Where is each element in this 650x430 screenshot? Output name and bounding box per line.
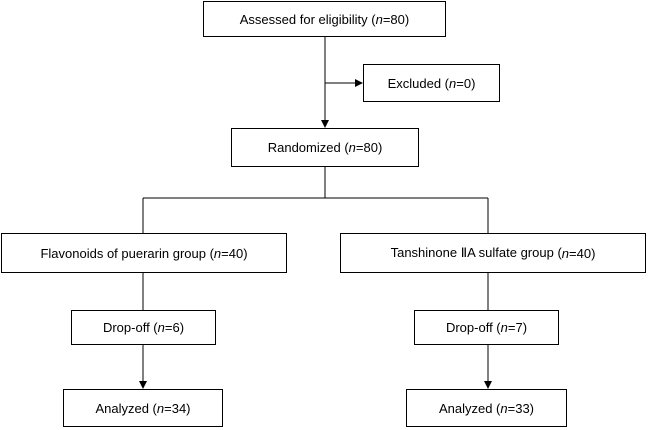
group-left-prefix: Flavonoids of puerarin group ( [40,245,214,261]
randomized-n-label: n [348,140,356,155]
randomized-box: Randomized (n=80) [231,128,419,167]
analyzed-left-n-label: n [156,400,165,416]
analyzed-left-box: Analyzed (n=34) [63,389,223,427]
assessed-n-label: n [375,11,383,27]
randomized-suffix: =80) [355,140,383,155]
dropoff-left-box: Drop-off (n=6) [71,310,216,345]
excluded-prefix: Excluded ( [387,75,450,91]
randomized-prefix: Randomized ( [267,140,349,155]
dropoff-left-suffix: =6) [164,320,185,335]
analyzed-right-n-label: n [500,400,508,416]
group-right-n-label: n [561,245,570,261]
dropoff-left-prefix: Drop-off ( [102,320,158,335]
group-right-suffix: =40) [569,245,596,261]
dropoff-right-suffix: =7) [507,320,528,335]
excluded-n-label: n [449,75,457,91]
group-left-suffix: =40) [221,245,248,261]
group-right-prefix: Tanshinone ⅡA sulfate group ( [390,245,562,260]
dropoff-right-box: Drop-off (n=7) [414,310,559,345]
analyzed-right-box: Analyzed (n=33) [406,389,567,427]
assessed-prefix: Assessed for eligibility ( [239,11,376,27]
analyzed-right-suffix: =33) [507,400,535,416]
analyzed-left-suffix: =34) [164,400,191,416]
assessed-box: Assessed for eligibility (n=80) [203,1,446,37]
dropoff-right-prefix: Drop-off ( [445,320,501,335]
analyzed-left-prefix: Analyzed ( [95,400,157,416]
group-left-box: Flavonoids of puerarin group (n=40) [1,233,287,273]
dropoff-left-n-label: n [157,320,165,335]
excluded-box: Excluded (n=0) [363,64,500,102]
dropoff-right-n-label: n [500,320,508,335]
analyzed-right-prefix: Analyzed ( [438,400,501,416]
excluded-suffix: =0) [456,75,476,91]
group-right-box: Tanshinone ⅡA sulfate group (n=40) [340,233,646,273]
group-left-n-label: n [213,245,222,261]
assessed-suffix: =80) [382,11,410,27]
